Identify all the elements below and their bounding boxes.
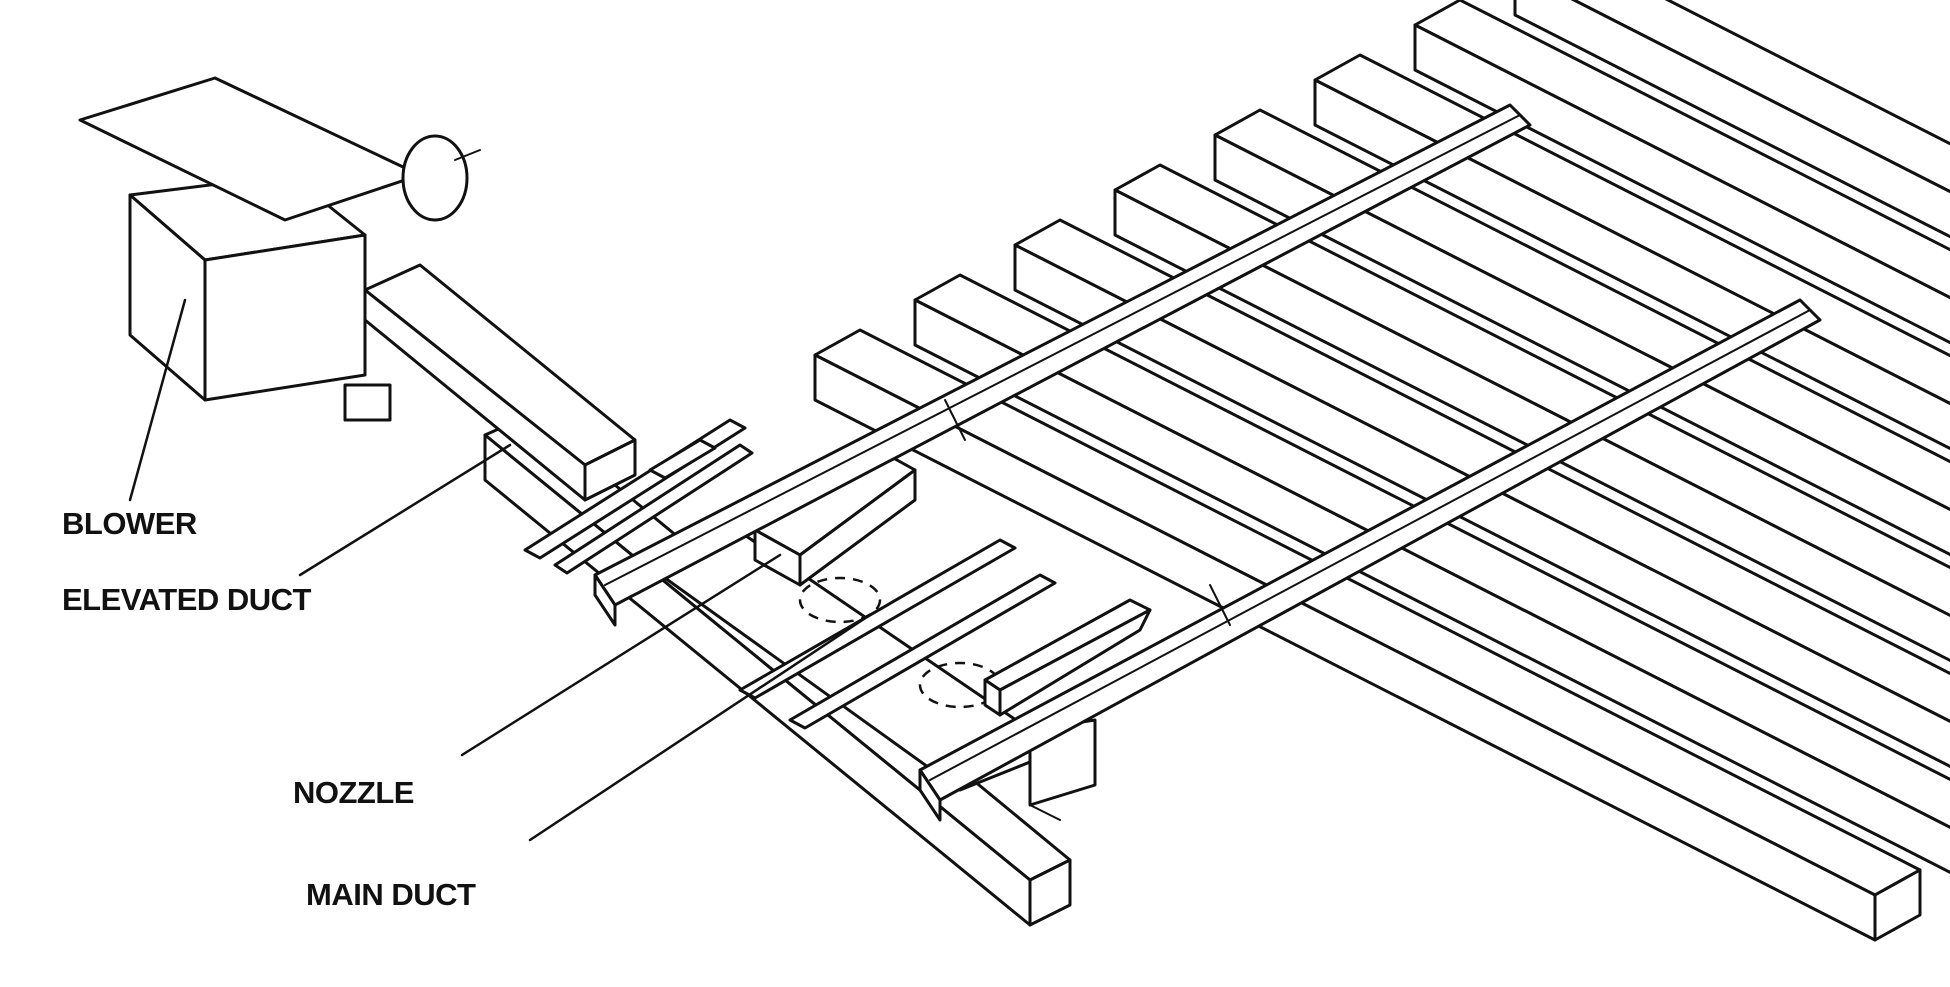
- blower-motor: [401, 134, 469, 222]
- guide-bars: [523, 418, 1057, 730]
- crosstie: [913, 273, 1950, 874]
- crosstie: [813, 328, 1922, 942]
- main-duct-leader: [528, 613, 872, 842]
- crosstie: [1413, 0, 1950, 345]
- nozzles: [753, 443, 1152, 717]
- nozzle-port-1: [798, 576, 882, 624]
- crosstie: [1213, 108, 1950, 557]
- nozzle-leader: [460, 553, 782, 757]
- nozzle-right: [983, 598, 1152, 717]
- label-main-duct: MAIN DUCT: [306, 877, 476, 912]
- elevated-duct: [343, 263, 637, 502]
- leader-lines: [128, 298, 872, 842]
- crosstie: [1113, 163, 1950, 663]
- label-blower: BLOWER: [62, 506, 197, 541]
- callout-labels: BLOWER ELEVATED DUCT NOZZLE MAIN DUCT: [62, 506, 476, 912]
- blower: [78, 76, 481, 402]
- nozzle-left: [753, 443, 917, 587]
- label-nozzle: NOZZLE: [293, 775, 414, 810]
- label-elevated-duct: ELEVATED DUCT: [62, 582, 312, 617]
- elevated-duct-leader: [298, 443, 512, 577]
- rail-left: [593, 103, 1532, 627]
- blower-leader: [128, 298, 187, 502]
- duct-support: [343, 383, 392, 422]
- rail-right: [918, 298, 1822, 822]
- crosstie: [1513, 0, 1950, 239]
- rails: [593, 103, 1822, 822]
